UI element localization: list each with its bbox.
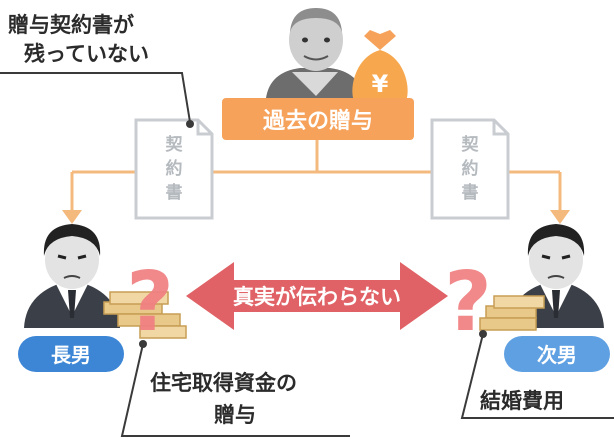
note-no-contract-line1: 贈与契約書が — [8, 13, 134, 37]
eldest-son-figure-icon — [24, 224, 120, 328]
left-gift-line2: 贈与 — [214, 403, 256, 427]
contract-right-char-3: 書 — [462, 182, 479, 203]
contract-left-char-1: 契 — [165, 134, 184, 155]
question-mark-left-icon: ? — [126, 255, 174, 350]
note-leader-line — [0, 72, 191, 123]
double-arrow-icon — [186, 262, 448, 330]
second-son-badge — [504, 336, 610, 372]
contract-right-char-2: 約 — [462, 158, 479, 179]
eldest-son-label: 長男 — [51, 343, 91, 367]
left-gift-leader-line — [120, 343, 350, 437]
truth-not-conveyed-label: 真実が伝わらない — [233, 285, 401, 309]
contract-left-char-2: 約 — [166, 158, 183, 179]
money-bag-icon: ¥ — [352, 30, 408, 104]
second-son-label: 次男 — [537, 343, 577, 367]
contract-document-left: 契 約 書 — [134, 118, 214, 220]
money-stack-right-icon — [479, 295, 545, 331]
contract-right-char-1: 契 — [461, 134, 480, 155]
note-no-contract-line2: 残っていない — [24, 42, 149, 66]
arrow-down-right-icon — [550, 210, 570, 224]
left-gift-line1: 住宅取得資金の — [150, 371, 297, 395]
contract-document-right: 契 約 書 — [430, 118, 510, 220]
past-gift-badge — [222, 98, 414, 140]
eldest-son-badge — [18, 336, 124, 372]
past-gift-label: 過去の贈与 — [263, 108, 373, 134]
right-gift-leader-line — [460, 333, 614, 419]
yen-symbol: ¥ — [372, 70, 389, 98]
money-stack-left-icon — [103, 291, 187, 339]
contract-left-char-3: 書 — [166, 182, 183, 203]
right-gift-label: 結婚費用 — [480, 389, 564, 413]
note-leader-dot — [186, 120, 194, 128]
parent-figure-icon — [266, 8, 364, 98]
arrow-down-left-icon — [62, 210, 82, 224]
